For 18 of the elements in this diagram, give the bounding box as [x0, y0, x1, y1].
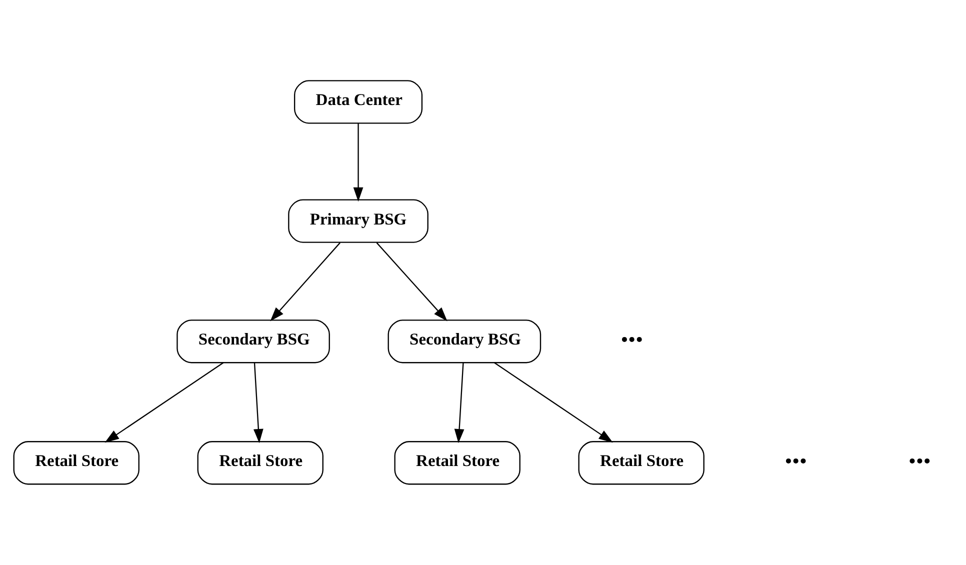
arrow: [353, 122, 364, 202]
node-box: Secondary BSG: [176, 319, 330, 363]
arrow: [104, 362, 224, 442]
node-box: Retail Store: [13, 440, 140, 484]
node-box: Secondary BSG: [388, 319, 542, 363]
node-box: Primary BSG: [288, 198, 428, 242]
arrow: [270, 242, 340, 321]
arrow: [253, 362, 264, 443]
node-box: Retail Store: [578, 440, 704, 484]
label: •••: [908, 448, 931, 473]
arrow: [454, 362, 464, 443]
node-box: Retail Store: [197, 440, 324, 484]
node-box: Retail Store: [394, 440, 520, 484]
label: •••: [784, 448, 808, 473]
label: •••: [620, 327, 644, 352]
arrow: [494, 362, 613, 442]
node-box: Data Center: [294, 80, 423, 124]
arrow: [376, 242, 448, 321]
